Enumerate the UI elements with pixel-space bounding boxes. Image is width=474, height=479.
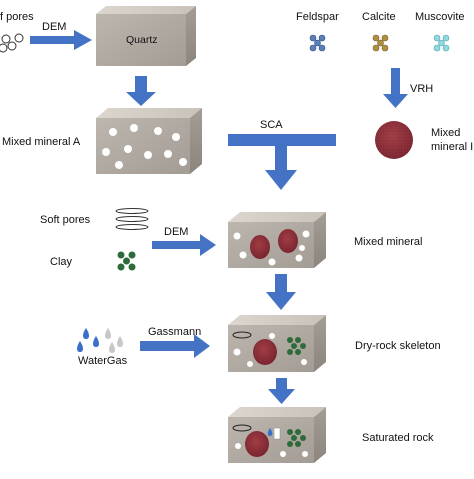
mixed-mineral-b-label-line2: mineral I	[431, 141, 474, 153]
sca-label: SCA	[260, 119, 283, 131]
mixed-mineral-block	[228, 212, 326, 268]
quartz-block	[96, 6, 196, 66]
arrow-vrh-down	[383, 68, 408, 108]
pore-circles	[102, 124, 187, 169]
quartz-label: Quartz	[126, 34, 158, 46]
feldspar-cluster-icon	[309, 34, 326, 52]
clay-cluster-icon	[117, 251, 136, 271]
water-gas-label: WaterGas	[78, 355, 128, 367]
feldspar-label: Feldspar	[296, 11, 339, 23]
arrow-dem-top	[30, 30, 92, 50]
mixed-mineral-b-label-line1: Mixed	[431, 127, 461, 139]
arrow-mixed-down	[266, 274, 296, 310]
saturated-rock-block	[228, 407, 326, 463]
stiff-pores-label: f pores	[0, 11, 34, 23]
arrow-gassmann	[140, 334, 210, 358]
mixed-mineral-a-block	[96, 108, 202, 174]
muscovite-cluster-icon	[433, 34, 450, 52]
vrh-label: VRH	[410, 83, 434, 95]
arrow-dem-mid	[152, 234, 216, 256]
mixed-mineral-label: Mixed mineral	[354, 236, 423, 248]
dem-top-label: DEM	[42, 21, 67, 33]
clay-label: Clay	[50, 256, 73, 268]
dry-rock-skeleton-label: Dry-rock skeleton	[355, 340, 441, 352]
gassmann-label: Gassmann	[148, 326, 202, 338]
muscovite-label: Muscovite	[415, 11, 465, 23]
mixed-mineral-a-label: Mixed mineral A	[2, 136, 81, 148]
saturated-rock-label: Saturated rock	[362, 432, 434, 444]
water-drops-icon	[77, 328, 99, 352]
soft-pores-label: Soft pores	[40, 214, 91, 226]
arrow-sca	[228, 134, 336, 190]
mixed-mineral-b-icon	[375, 121, 413, 159]
calcite-label: Calcite	[362, 11, 396, 23]
arrow-dry-down	[268, 378, 295, 404]
soft-pore-ellipses-icon	[115, 208, 149, 230]
dry-rock-skeleton-block	[228, 315, 326, 372]
calcite-cluster-icon	[372, 34, 389, 52]
gas-drops-icon	[105, 328, 123, 353]
flow-arrows	[30, 30, 408, 404]
arrow-quartz-down	[126, 76, 156, 106]
pore-circles-icon	[0, 33, 24, 53]
dem-mid-label: DEM	[164, 226, 189, 238]
